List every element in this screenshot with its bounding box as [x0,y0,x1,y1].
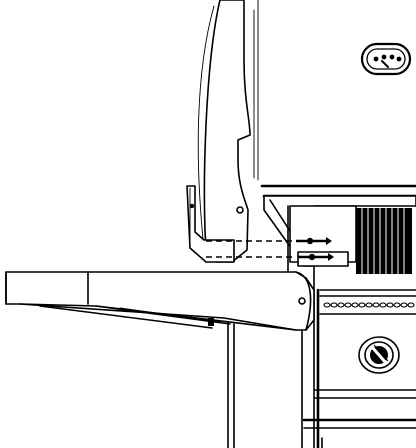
vent-row [324,303,414,307]
grill-body [262,186,416,448]
screws [206,237,334,261]
grill-lid [198,0,258,262]
shelf-bracket [187,186,234,262]
side-shelf [6,272,314,448]
control-knob [359,337,399,373]
burner-ribs [362,208,404,274]
hand-tighten-icon [362,44,410,74]
